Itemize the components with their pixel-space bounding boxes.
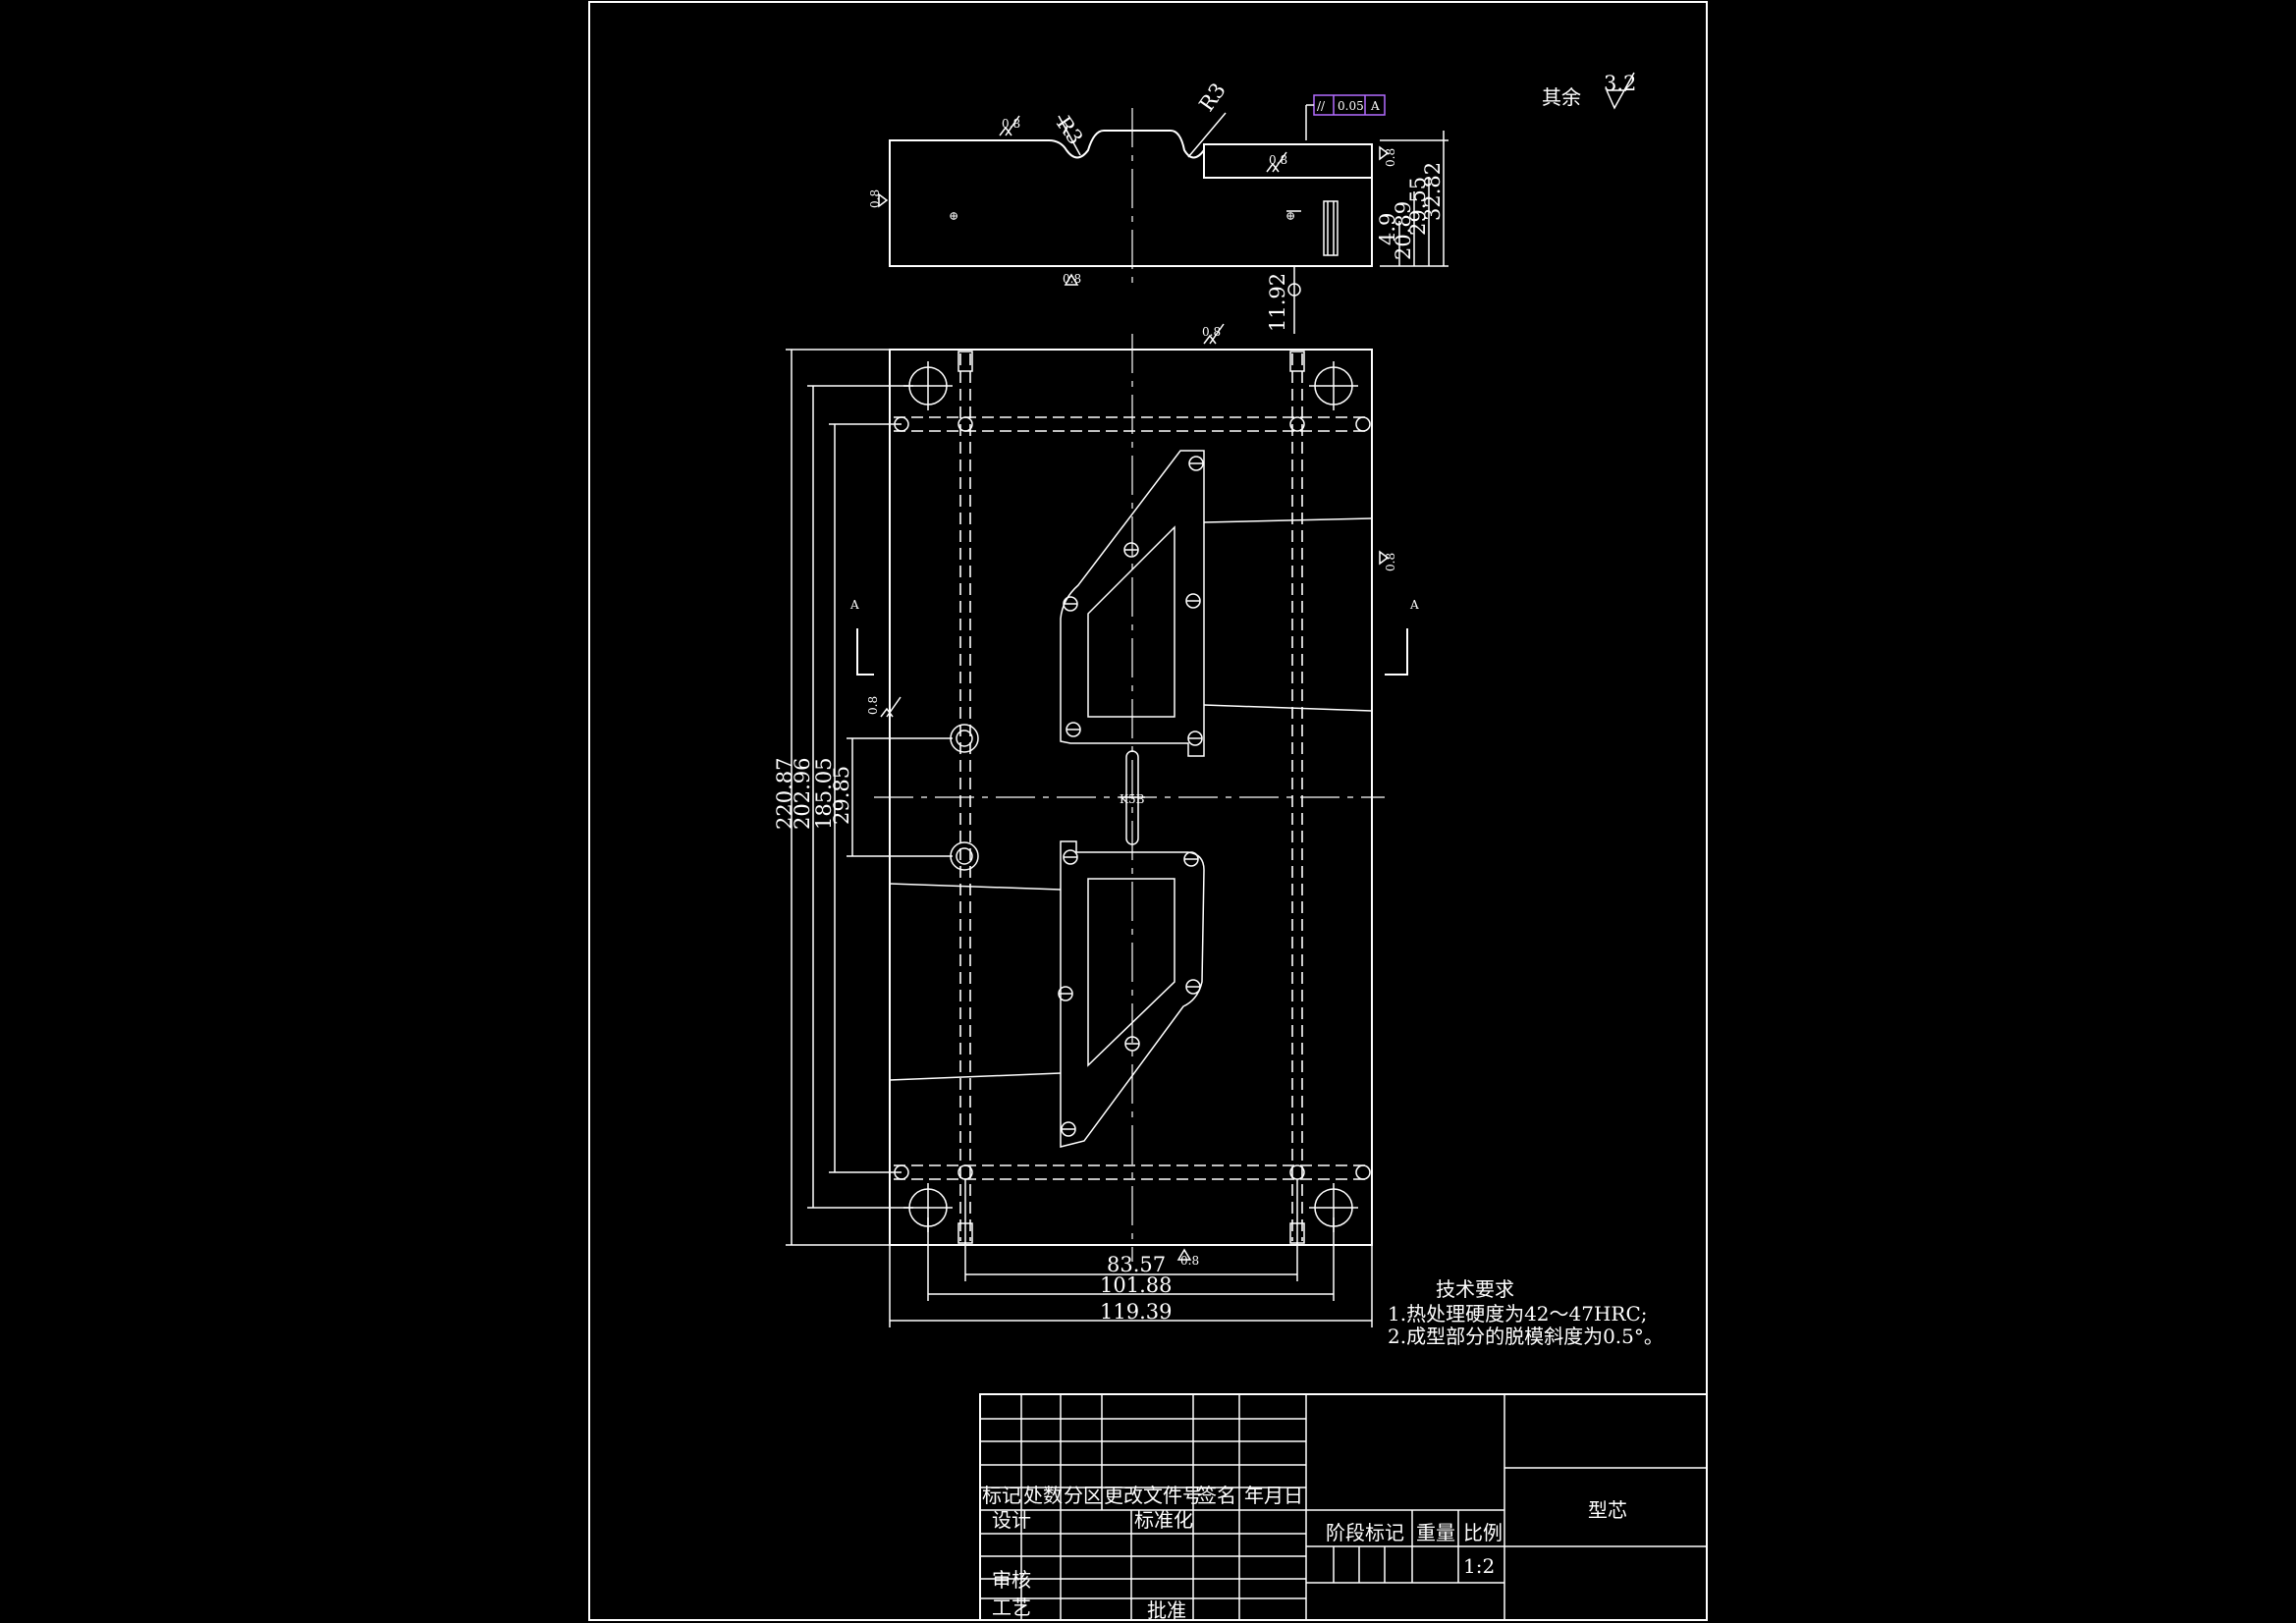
drawing-frame bbox=[588, 1, 1708, 1621]
radius-label-left: R3 bbox=[1052, 112, 1087, 149]
note-1: 1.热处理硬度为42～47HRC; bbox=[1388, 1302, 1648, 1325]
header-mark: 标记 bbox=[982, 1484, 1021, 1507]
dim-29-55: 29.55 bbox=[1406, 177, 1430, 236]
label-standardize: 标准化 bbox=[1134, 1508, 1193, 1532]
label-stage-mark: 阶段标记 bbox=[1326, 1521, 1404, 1544]
gate-label: K5B bbox=[1120, 792, 1145, 806]
label-design: 设计 bbox=[992, 1508, 1031, 1532]
dim-29-85: 29.85 bbox=[830, 766, 853, 825]
label-process: 工艺 bbox=[992, 1596, 1031, 1619]
header-change-doc: 更改文件号 bbox=[1104, 1484, 1202, 1507]
svg-text:A: A bbox=[1409, 598, 1419, 612]
plan-view: K5B A A 0.8 0.8 0.8 0.8 bbox=[773, 323, 1419, 1327]
dim-101-88: 101.88 bbox=[1100, 1273, 1172, 1297]
part-name: 型芯 bbox=[1588, 1498, 1627, 1522]
roughness-symbol: 0.8 bbox=[1379, 145, 1397, 167]
tolerance-frame: // 0.05 A bbox=[1305, 94, 1386, 140]
roughness-symbol: 0.8 bbox=[1202, 323, 1225, 345]
header-date: 年月日 bbox=[1244, 1484, 1303, 1507]
dim-119-39: 119.39 bbox=[1100, 1300, 1172, 1324]
label-review: 审核 bbox=[992, 1568, 1031, 1592]
dim-83-57: 83.57 bbox=[1107, 1253, 1166, 1276]
dim-185-05: 185.05 bbox=[812, 758, 836, 830]
header-count: 处数 bbox=[1023, 1484, 1063, 1507]
dim-11-92: 11.92 bbox=[1266, 273, 1289, 332]
label-approve: 批准 bbox=[1147, 1598, 1186, 1622]
dim-4-9: 4.9 bbox=[1376, 213, 1399, 245]
scale-value: 1:2 bbox=[1463, 1554, 1495, 1578]
runner bbox=[1120, 750, 1145, 845]
svg-text:A: A bbox=[849, 598, 859, 612]
roughness-symbol: 0.8 bbox=[1379, 550, 1397, 571]
dim-20-89: 20.89 bbox=[1392, 201, 1415, 260]
roughness-symbol: 0.8 bbox=[1176, 1248, 1199, 1268]
roughness-symbol: 0.8 bbox=[999, 115, 1020, 136]
upper-insert bbox=[1060, 450, 1205, 757]
radius-label-right: R3 bbox=[1194, 79, 1230, 116]
svg-text:0.8: 0.8 bbox=[1384, 148, 1397, 167]
header-signature: 签名 bbox=[1197, 1484, 1236, 1507]
notes-title: 技术要求 bbox=[1436, 1277, 1514, 1301]
title-block-text: 标记 处数 分区 更改文件号 签名 年月日 设计 标准化 审核 工艺 批准 阶段… bbox=[982, 1484, 1627, 1622]
roughness-symbol: 0.8 bbox=[1266, 151, 1287, 173]
svg-text:3.2: 3.2 bbox=[1604, 72, 1636, 95]
header-zone: 分区 bbox=[1064, 1484, 1103, 1507]
dim-220-87: 220.87 bbox=[773, 758, 796, 830]
note-2: 2.成型部分的脱模斜度为0.5°。 bbox=[1388, 1325, 1664, 1348]
general-roughness: 其余 3.2 bbox=[1542, 72, 1636, 110]
svg-text:⊕: ⊕ bbox=[947, 211, 960, 221]
svg-text:0.8: 0.8 bbox=[1180, 1254, 1199, 1268]
section-marker-left: A bbox=[849, 598, 874, 676]
svg-text://: // bbox=[1317, 99, 1326, 113]
svg-text:0.8: 0.8 bbox=[1384, 553, 1397, 571]
svg-text:0.8: 0.8 bbox=[866, 696, 880, 715]
svg-text:0.8: 0.8 bbox=[1063, 272, 1081, 286]
svg-text:0.8: 0.8 bbox=[1002, 117, 1020, 131]
roughness-symbol: 0.8 bbox=[868, 189, 889, 208]
svg-text:⊕: ⊕ bbox=[1284, 211, 1297, 221]
label-weight: 重量 bbox=[1416, 1521, 1455, 1544]
svg-text:0.8: 0.8 bbox=[868, 189, 882, 208]
lower-insert bbox=[1058, 840, 1205, 1148]
title-block bbox=[979, 1393, 1708, 1621]
side-section-view: ⊕ ⊕ 4.9 20.89 29.55 32.82 11.92 R3 R3 //… bbox=[868, 79, 1449, 334]
section-marker-right: A bbox=[1385, 598, 1419, 676]
dim-32-82: 32.82 bbox=[1421, 162, 1445, 221]
svg-text:0.8: 0.8 bbox=[1269, 153, 1287, 167]
svg-text:A: A bbox=[1370, 99, 1380, 113]
svg-text:其余: 其余 bbox=[1542, 85, 1581, 109]
technical-notes: 技术要求 1.热处理硬度为42～47HRC; 2.成型部分的脱模斜度为0.5°。 bbox=[1388, 1277, 1664, 1348]
roughness-symbol: 0.8 bbox=[866, 696, 902, 718]
label-scale: 比例 bbox=[1463, 1521, 1503, 1544]
roughness-symbol: 0.8 bbox=[1063, 272, 1081, 286]
dim-202-96: 202.96 bbox=[791, 758, 814, 830]
svg-text:0.05: 0.05 bbox=[1338, 99, 1364, 113]
svg-text:0.8: 0.8 bbox=[1202, 325, 1221, 339]
